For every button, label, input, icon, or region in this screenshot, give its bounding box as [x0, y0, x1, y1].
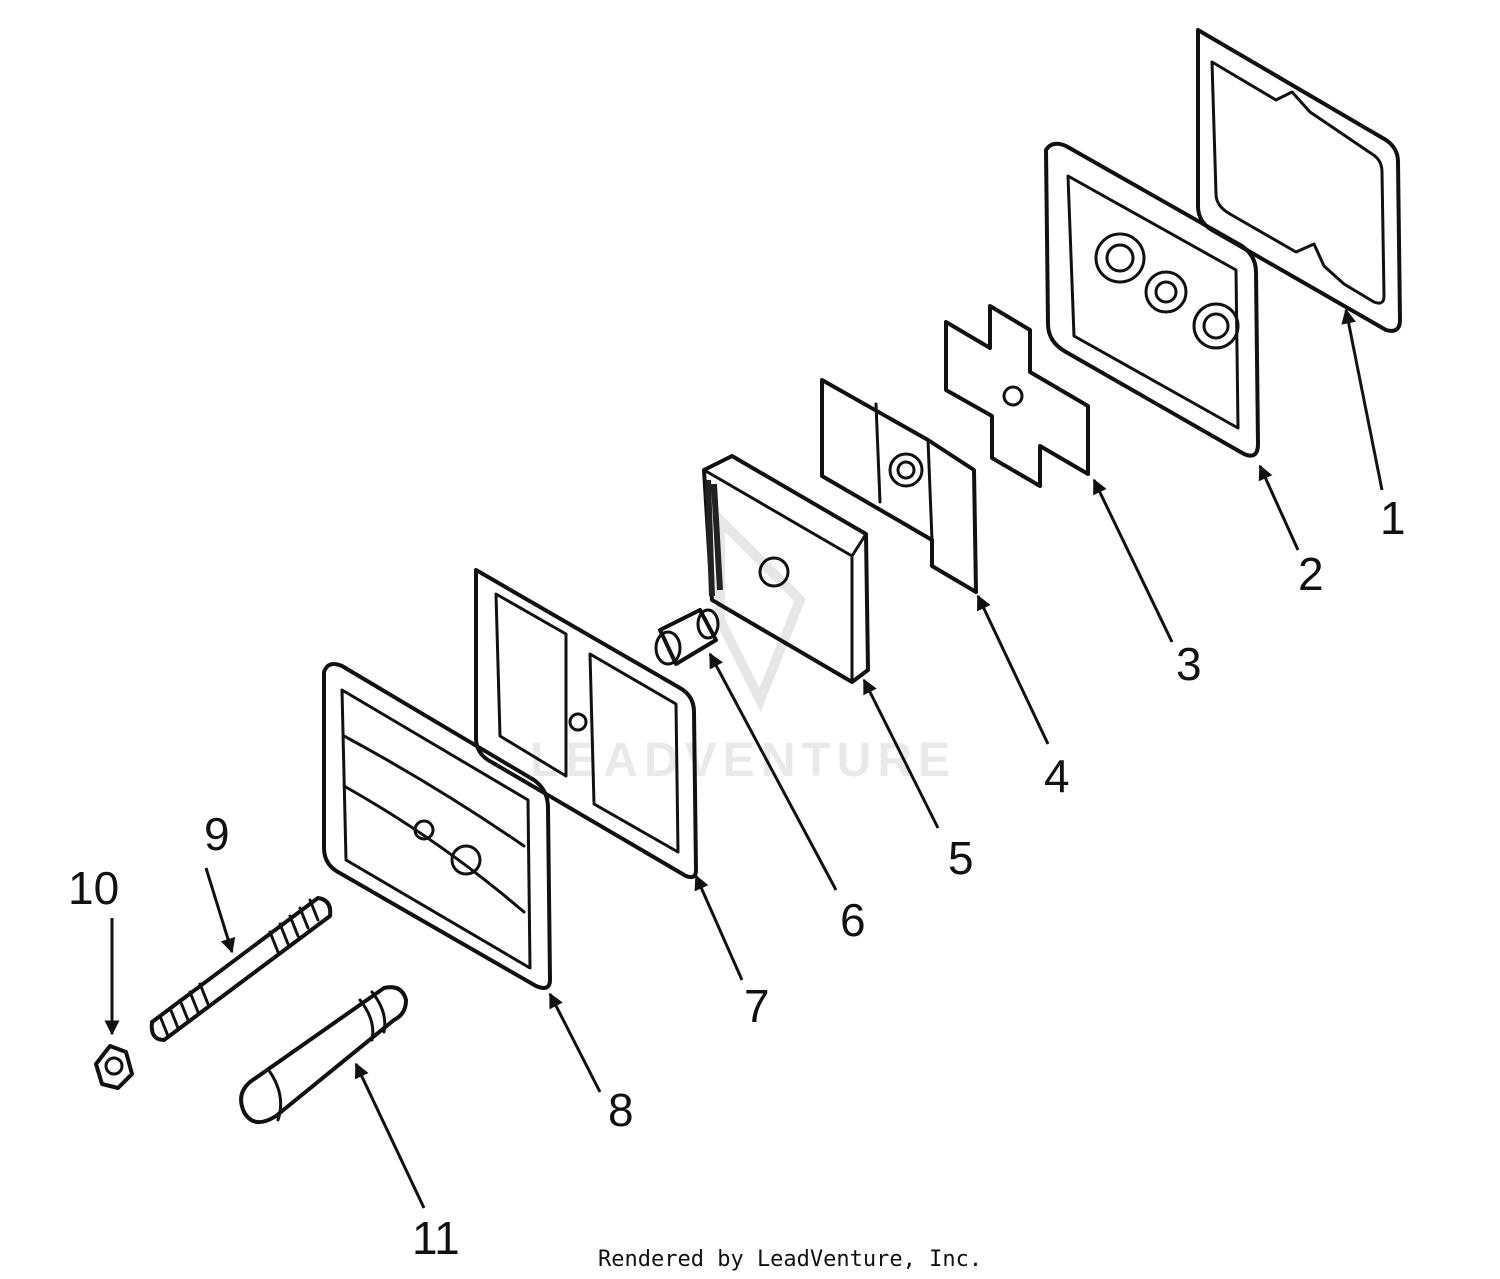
- part-7-window-gasket: [474, 568, 698, 880]
- leader-6: [708, 652, 838, 891]
- callout-3: 3: [1176, 638, 1202, 690]
- callout-11: 11: [412, 1212, 460, 1264]
- part-2-base-plate: [1044, 141, 1260, 458]
- part-10-nut: [94, 1044, 134, 1090]
- callout-labels: 1 2 3 4 5 6 7 8 9 10 11: [68, 492, 1406, 1264]
- leader-8: [548, 992, 602, 1093]
- callout-10: 10: [68, 862, 119, 914]
- leader-5: [862, 678, 940, 829]
- callout-9: 9: [204, 808, 230, 860]
- callout-7: 7: [744, 980, 770, 1032]
- leader-11: [354, 1062, 426, 1209]
- leader-1: [1341, 308, 1384, 491]
- callout-6: 6: [840, 894, 866, 946]
- leader-7: [694, 874, 744, 981]
- part-8-cover: [322, 662, 552, 990]
- callout-4: 4: [1044, 750, 1070, 802]
- leader-4: [976, 594, 1050, 745]
- leader-9: [204, 867, 236, 954]
- callout-1: 1: [1380, 492, 1406, 544]
- part-1-gasket: [1196, 28, 1402, 333]
- leader-3: [1092, 478, 1174, 643]
- part-4-bracket: [820, 378, 978, 594]
- part-11-sleeve: [239, 985, 408, 1124]
- part-9-stud: [149, 896, 333, 1042]
- callout-2: 2: [1298, 548, 1324, 600]
- leader-lines: [104, 308, 1384, 1209]
- callout-5: 5: [948, 832, 974, 884]
- watermark-text: LEADVENTURE: [530, 734, 956, 787]
- credit-line: Rendered by LeadVenture, Inc.: [598, 1247, 982, 1272]
- part-6-spacer-sleeve: [654, 608, 720, 666]
- part-5-filter-element: [702, 454, 870, 684]
- callout-8: 8: [608, 1084, 634, 1136]
- part-3-cross-gasket: [944, 304, 1090, 488]
- leader-2: [1258, 464, 1300, 551]
